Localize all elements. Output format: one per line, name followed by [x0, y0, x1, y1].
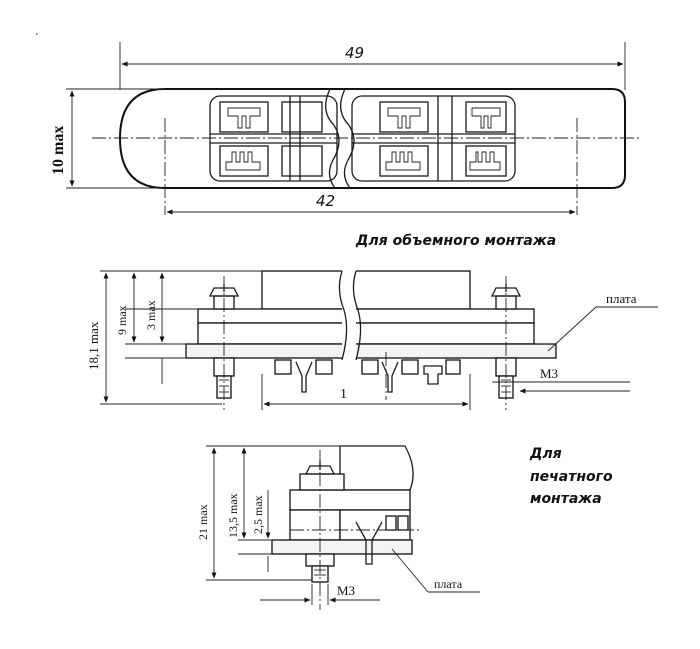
- dimension-13-5max-label: 13,5 max: [226, 493, 240, 538]
- thread-label-volume: M3: [540, 366, 558, 381]
- volume-mount-caption: Для объемного монтажа: [355, 233, 556, 249]
- break-line: [325, 88, 340, 189]
- pcb-mount-caption: Для печатного монтажа: [529, 446, 613, 507]
- contact-pins: [274, 359, 461, 393]
- svg-text:монтажа: монтажа: [530, 491, 602, 507]
- corner-mark: ': [36, 32, 38, 43]
- dimension-2-5max-label: 2,5 max: [251, 495, 265, 534]
- dimension-10max-label: 10 max: [50, 126, 67, 175]
- dimension-21max-label: 21 max: [196, 504, 210, 540]
- dimension-3max-label: 3 max: [144, 300, 158, 330]
- svg-text:печатного: печатного: [530, 469, 613, 485]
- volume-mount-view: 18,1 max 9 max 3 max 1 плата M3: [86, 266, 658, 410]
- svg-text:Для: Для: [529, 446, 562, 462]
- dimension-1-label: 1: [340, 387, 347, 402]
- connector-body-outline: [118, 88, 626, 189]
- dimension-42-label: 42: [316, 192, 335, 210]
- top-view: 49 42 10 max: [50, 42, 640, 215]
- board-label-pcb: плата: [434, 577, 463, 591]
- dimension-49-label: 49: [345, 44, 364, 62]
- dimension-18-1max-label: 18,1 max: [86, 321, 101, 370]
- pcb-mount-view: 21 max 13,5 max 2,5 max M3 плата: [196, 445, 480, 610]
- contact-slots: [210, 96, 515, 181]
- dimension-9max-label: 9 max: [115, 305, 129, 335]
- thread-label-pcb: M3: [337, 583, 355, 598]
- board-label-volume: плата: [606, 291, 637, 306]
